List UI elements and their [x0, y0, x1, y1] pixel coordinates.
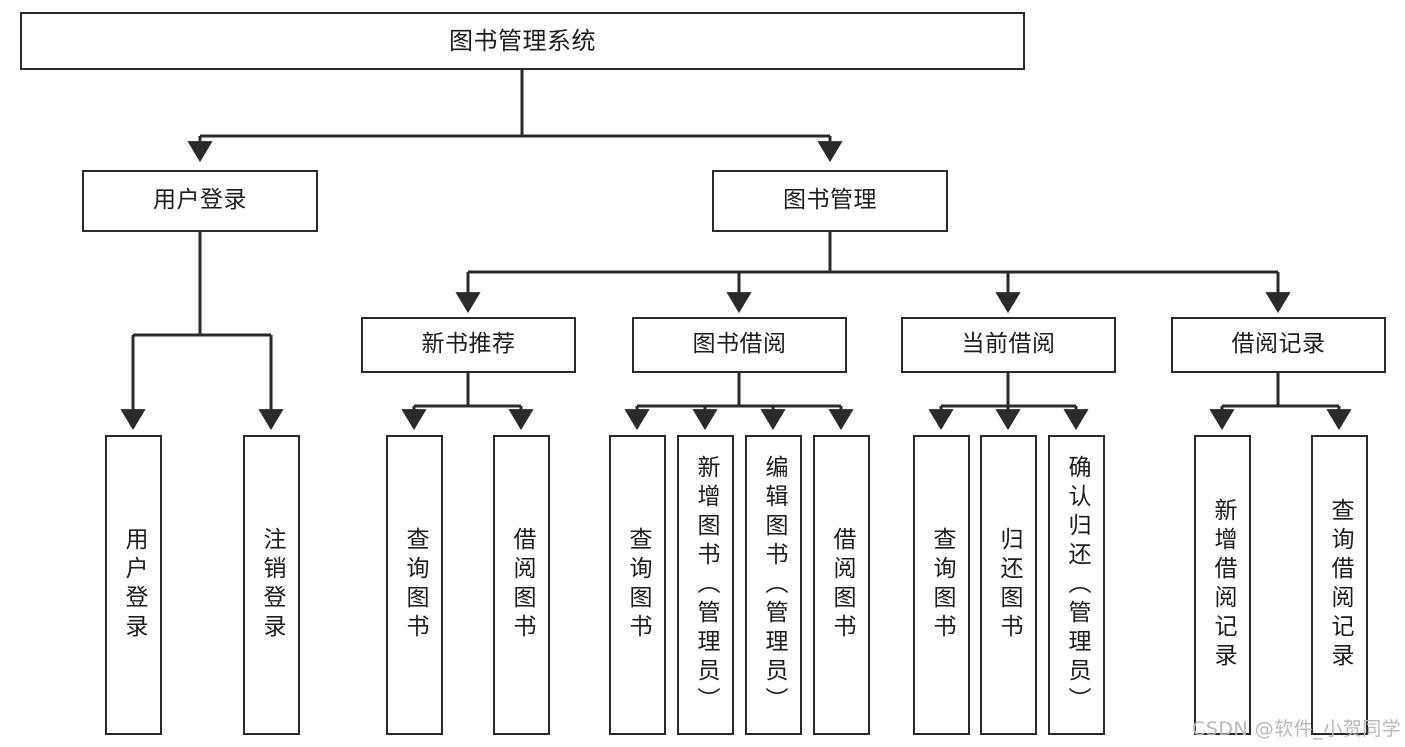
node-leaf-query-record[interactable]: 查询借阅记录	[1311, 435, 1368, 735]
node-root-label: 图书管理系统	[449, 26, 596, 55]
node-leaf-borrow-book-1[interactable]: 借阅图书	[493, 435, 550, 735]
node-leaf-confirm-return-label: 确认归还（管理员）	[1064, 454, 1090, 716]
node-book-borrow[interactable]: 图书借阅	[632, 317, 847, 373]
node-new-book-rec-label: 新书推荐	[421, 331, 516, 358]
node-leaf-query-book-3-label: 查询图书	[929, 527, 955, 643]
node-book-borrow-label: 图书借阅	[692, 331, 787, 358]
node-root[interactable]: 图书管理系统	[20, 12, 1025, 70]
node-current-borrow-label: 当前借阅	[961, 331, 1056, 358]
node-leaf-query-book-2[interactable]: 查询图书	[609, 435, 666, 735]
node-leaf-logout[interactable]: 注销登录	[243, 435, 300, 735]
node-leaf-edit-book[interactable]: 编辑图书（管理员）	[745, 435, 802, 735]
node-new-book-rec[interactable]: 新书推荐	[361, 317, 576, 373]
node-leaf-borrow-book-2-label: 借阅图书	[829, 527, 855, 643]
node-leaf-return-book[interactable]: 归还图书	[980, 435, 1037, 735]
node-leaf-edit-book-label: 编辑图书（管理员）	[761, 454, 787, 716]
node-leaf-return-book-label: 归还图书	[996, 527, 1022, 643]
node-leaf-add-book[interactable]: 新增图书（管理员）	[677, 435, 734, 735]
node-leaf-logout-label: 注销登录	[259, 527, 285, 643]
node-current-borrow[interactable]: 当前借阅	[901, 317, 1116, 373]
csdn-watermark: CSDN @软件_小贺同学	[1192, 718, 1402, 740]
node-leaf-query-record-label: 查询借阅记录	[1327, 498, 1353, 672]
node-user-login[interactable]: 用户登录	[82, 170, 318, 232]
node-borrow-record[interactable]: 借阅记录	[1171, 317, 1386, 373]
node-borrow-record-label: 借阅记录	[1231, 331, 1326, 358]
node-leaf-add-book-label: 新增图书（管理员）	[693, 454, 719, 716]
node-leaf-query-book-1[interactable]: 查询图书	[386, 435, 443, 735]
node-leaf-user-login[interactable]: 用户登录	[105, 435, 162, 735]
node-leaf-query-book-2-label: 查询图书	[625, 527, 651, 643]
node-leaf-add-record[interactable]: 新增借阅记录	[1194, 435, 1251, 735]
node-leaf-query-book-1-label: 查询图书	[402, 527, 428, 643]
node-user-login-label: 用户登录	[153, 187, 247, 214]
node-book-manage-label: 图书管理	[783, 187, 877, 214]
node-leaf-borrow-book-2[interactable]: 借阅图书	[813, 435, 870, 735]
node-leaf-add-record-label: 新增借阅记录	[1210, 498, 1236, 672]
node-leaf-user-login-label: 用户登录	[121, 527, 147, 643]
node-book-manage[interactable]: 图书管理	[712, 170, 948, 232]
node-leaf-borrow-book-1-label: 借阅图书	[509, 527, 535, 643]
node-leaf-query-book-3[interactable]: 查询图书	[913, 435, 970, 735]
node-leaf-confirm-return[interactable]: 确认归还（管理员）	[1048, 435, 1105, 735]
